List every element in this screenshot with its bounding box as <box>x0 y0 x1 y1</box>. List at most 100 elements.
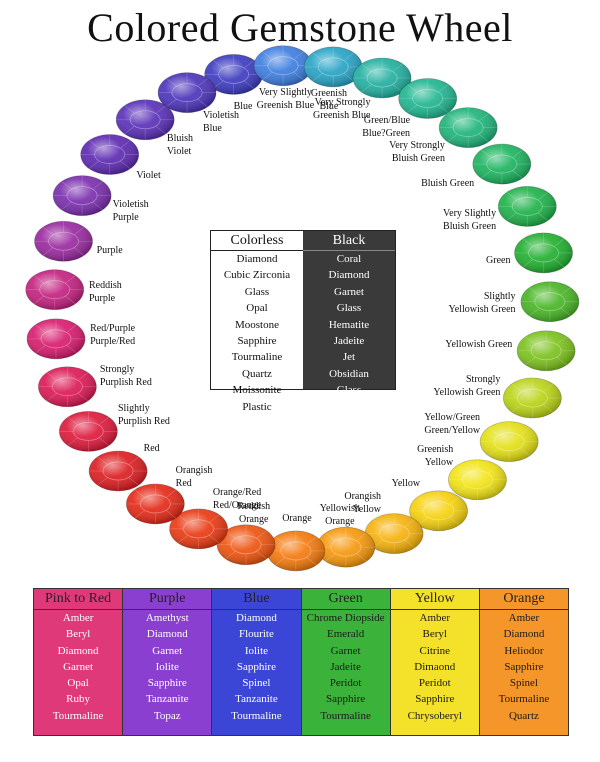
black-item: Glass <box>336 384 362 397</box>
family-item: Sapphire <box>236 660 276 673</box>
gem-green-blue <box>398 78 458 119</box>
family-item: Tourmaline <box>231 709 282 722</box>
family-item: Heliodor <box>504 644 544 657</box>
family-item: Tourmaline <box>320 709 371 722</box>
family-item: Sapphire <box>147 677 187 690</box>
gem-orange <box>266 530 326 572</box>
family-item: Beryl <box>65 628 91 641</box>
family-header: Pink to Red <box>34 589 123 610</box>
family-item: Emerald <box>326 628 365 641</box>
family-item: Iolite <box>155 660 179 673</box>
gem-violet <box>80 134 140 175</box>
colorless-item: Tourmaline <box>231 351 283 364</box>
family-item: Garnet <box>152 644 183 657</box>
family-item: Amber <box>508 612 540 624</box>
family-item: Amber <box>62 612 94 624</box>
gem-reddish-orange <box>216 524 276 566</box>
family-item: Beryl <box>422 628 447 641</box>
gem-very-strongly-bluish-green <box>438 107 498 148</box>
family-item: Diamond <box>235 612 277 624</box>
gem-red-purple <box>26 318 86 360</box>
black-item: Hematite <box>328 318 370 331</box>
gem-very-strongly-greenish-blue <box>352 57 412 99</box>
colorless-item: Cubic Zirconia <box>223 269 291 282</box>
family-header: Yellow <box>390 589 479 610</box>
gem-yellow-green <box>479 421 539 463</box>
gem-label-bluish-green: Bluish Green <box>421 178 475 190</box>
family-item: Sapphire <box>415 693 455 706</box>
black-item: Diamond <box>328 269 370 282</box>
gem-bluish-violet <box>115 99 175 141</box>
gem-purple <box>34 220 93 262</box>
gem-reddish-purple <box>25 269 85 311</box>
family-item: Peridot <box>418 677 451 690</box>
page-title: Colored Gemstone Wheel <box>87 5 513 50</box>
gem-label-purple: Purple <box>96 244 123 256</box>
family-item: Tourmaline <box>52 709 104 722</box>
gem-slightly-purplish-red <box>58 410 118 452</box>
family-item: Garnet <box>63 660 94 673</box>
family-item: Amethyst <box>145 612 189 624</box>
family-item: Garnet <box>330 644 361 657</box>
colorless-item: Glass <box>244 285 270 298</box>
black-item: Glass <box>336 302 362 315</box>
colorless-item: Sapphire <box>237 335 277 348</box>
family-item: Spinel <box>242 677 271 690</box>
family-item: Tanzanite <box>235 693 278 706</box>
family-item: Tanzanite <box>145 693 189 706</box>
gem-very-slightly-greenish-blue <box>253 45 313 87</box>
colorless-item: Opal <box>246 302 268 315</box>
colorless-item: Moostone <box>234 318 279 331</box>
gem-strongly-yellowish-green <box>502 377 562 419</box>
family-item: Amber <box>419 612 451 624</box>
colorless-header: Colorless <box>211 231 303 251</box>
family-item: Iolite <box>244 644 269 657</box>
gem-orange-red <box>169 508 228 550</box>
gem-greenish-yellow <box>448 459 507 501</box>
family-header: Purple <box>123 589 212 610</box>
gem-slightly-yellowish-green <box>520 281 580 323</box>
colorless-item: Moissonite <box>232 384 282 397</box>
black-item: Coral <box>336 253 362 265</box>
family-item: Peridot <box>329 677 362 690</box>
gem-orangish-red <box>125 483 185 525</box>
gem-label-yellowish-green: Yellowish Green <box>445 339 513 351</box>
gem-label-green: Green <box>486 254 511 266</box>
colorless-item: Diamond <box>236 253 278 265</box>
family-item: Diamond <box>57 644 99 657</box>
family-item: Tourmaline <box>498 693 550 706</box>
black-item: Garnet <box>334 285 364 298</box>
gem-yellow <box>409 490 468 532</box>
gem-green <box>514 232 573 274</box>
family-item: Dimaond <box>414 660 456 673</box>
black-header: Black <box>303 231 395 251</box>
